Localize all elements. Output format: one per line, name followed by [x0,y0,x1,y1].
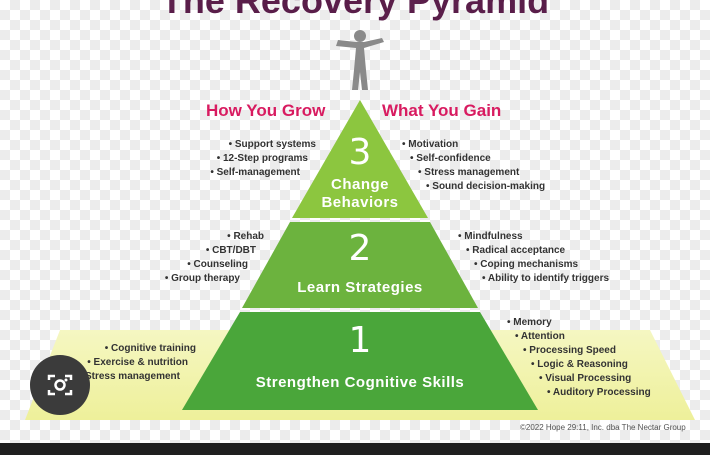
tier-3-label-line-1: Change [330,176,389,193]
tier-3-shape [292,100,428,218]
list-item: • Mindfulness [458,231,523,242]
list-item: • Self-confidence [410,153,491,164]
list-item: • Support systems [228,139,316,150]
list-item: • Memory [507,317,552,328]
list-item: • Radical acceptance [466,245,566,256]
list-item: • 12-Step programs [216,153,308,164]
list-item: • Visual Processing [539,373,632,384]
person-icon [336,30,384,90]
list-item: • Auditory Processing [547,387,651,398]
tier-2-grow-list: • Rehab • CBT/DBT • Counseling • Group t… [100,230,264,286]
bottom-bar [0,443,710,455]
list-item: • Cognitive training [104,343,196,354]
how-you-grow-heading: How You Grow [206,101,326,120]
list-item: • CBT/DBT [205,245,256,256]
list-item: • Exercise & nutrition [87,357,188,368]
tier-1-number: 1 [348,320,372,361]
tier-2-label: Learn Strategies [297,279,423,296]
list-item: • Ability to identify triggers [482,273,610,284]
tier-3-grow-list: • Support systems • 12-Step programs • S… [140,138,316,180]
copyright-notice: ©2022 Hope 29:11, Inc. dba The Nectar Gr… [520,423,686,432]
list-item: • Rehab [227,231,264,242]
tier-2-gain-list: • Mindfulness • Radical acceptance • Cop… [458,230,609,286]
list-item: • Processing Speed [523,345,616,356]
camera-search-icon [47,374,73,396]
tier-3-label-line-2: Behaviors [321,194,399,211]
recovery-pyramid [25,100,695,420]
list-item: • Stress management [418,167,520,178]
tier-1-label: Strengthen Cognitive Skills [255,374,465,391]
list-item: • Logic & Reasoning [531,359,628,370]
page-title: The Recovery Pyramid [160,0,550,21]
tier-1-gain-list: • Memory • Attention • Processing Speed … [507,316,651,400]
what-you-gain-heading: What You Gain [382,101,502,120]
list-item: • Coping mechanisms [474,259,579,270]
list-item: • Motivation [402,139,459,150]
tier-2-number: 2 [348,228,372,269]
list-item: • Attention [515,331,565,342]
list-item: • Counseling [187,259,248,270]
list-item: • Self-management [210,167,300,178]
tier-2-shape [242,222,478,308]
tier-1-shape [182,312,538,410]
list-item: • Group therapy [164,273,240,284]
tier-3-gain-list: • Motivation • Self-confidence • Stress … [402,138,545,194]
visual-search-button[interactable] [30,355,90,415]
tier-3-number: 3 [348,132,372,173]
list-item: • Sound decision-making [426,181,546,192]
tier-3-label: Change Behaviors [300,176,420,212]
